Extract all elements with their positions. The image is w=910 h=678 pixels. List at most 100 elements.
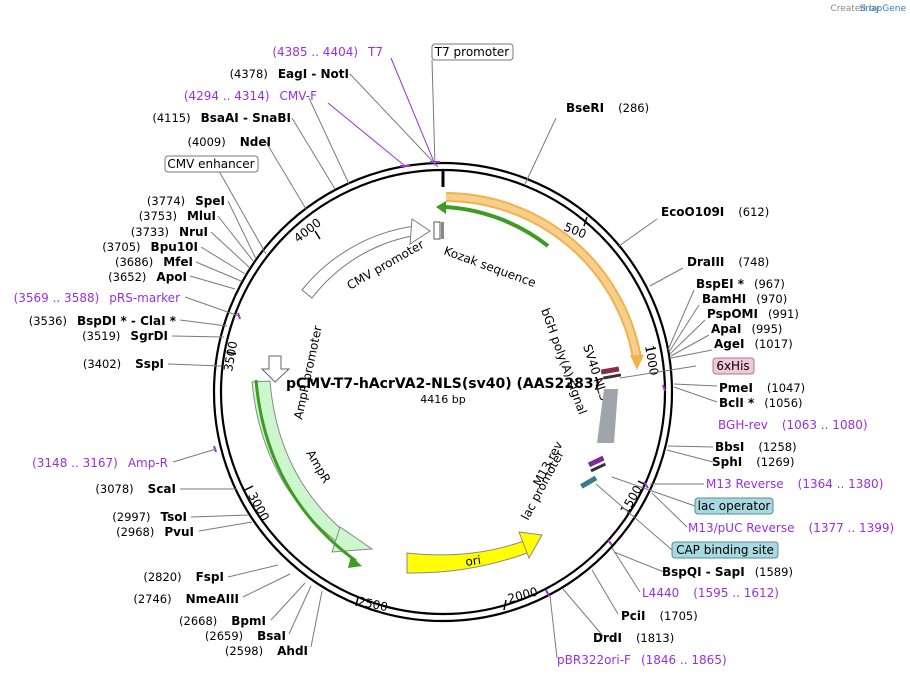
site-name[interactable]: DraIII	[687, 255, 724, 269]
site-name[interactable]: FspI	[196, 570, 224, 584]
site-name[interactable]: DrdI	[593, 631, 622, 645]
kozak-box[interactable]	[433, 221, 441, 240]
site-name[interactable]: SphI	[712, 455, 742, 469]
site-name[interactable]: ScaI	[148, 482, 176, 496]
cds-arrowhead	[630, 355, 644, 370]
primer-leader-lines	[327, 57, 435, 167]
green-feature-arrowhead	[436, 201, 446, 214]
lac-operator-box[interactable]: lac operator	[694, 497, 774, 515]
primer-mark-bghrev	[662, 384, 666, 392]
svg-text:(3148 .. 3167)Amp-R: (3148 .. 3167)Amp-R	[32, 456, 168, 470]
svg-text:(3774)SpeI: (3774)SpeI	[147, 194, 225, 208]
site-name[interactable]: PspOMI	[707, 307, 758, 321]
credit-text: Created by	[830, 4, 880, 14]
tick-label-2500: 2500	[356, 594, 389, 614]
site-name[interactable]: MluI	[187, 209, 216, 223]
tick-label-1500: 1500	[617, 483, 644, 516]
svg-text:(2659)BsaI: (2659)BsaI	[205, 629, 286, 643]
site-name[interactable]: ApaI	[711, 322, 741, 336]
primer-name[interactable]: pRS-marker	[109, 291, 180, 305]
six-his-label: 6xHis	[716, 359, 749, 373]
svg-text:pBR322ori-F(1846 .. 1865): pBR322ori-F(1846 .. 1865)	[557, 653, 727, 667]
cap-site-box[interactable]: CAP binding site	[671, 541, 779, 559]
svg-text:M13 Reverse(1364 .. 1380): M13 Reverse(1364 .. 1380)	[706, 477, 883, 491]
ampr-arrowhead	[331, 526, 374, 553]
six-his-mark[interactable]	[602, 373, 622, 380]
svg-text:PciI(1705): PciI(1705)	[621, 609, 698, 623]
primer-mark-m13rev	[643, 481, 649, 489]
svg-text:(3705)Bpu10I: (3705)Bpu10I	[102, 240, 198, 254]
m13-rev-mark[interactable]	[587, 455, 605, 468]
bgh-polya-block[interactable]	[597, 389, 618, 443]
site-name[interactable]: Bpu10I	[151, 240, 198, 254]
svg-text:(3652)ApoI: (3652)ApoI	[108, 270, 187, 284]
t7-promoter-label: T7 promoter	[434, 45, 510, 59]
site-name[interactable]: PmeI	[719, 381, 753, 395]
primer-name[interactable]: T7	[367, 45, 383, 59]
cmv-enhancer-box[interactable]: CMV enhancer	[164, 155, 259, 173]
ori-label: ori	[464, 553, 481, 569]
backbone-outer-ring	[212, 161, 674, 623]
site-name[interactable]: BsaAI - SnaBI	[201, 111, 291, 125]
bgh-polya-label: bGH poly(A) signal	[538, 306, 589, 416]
site-labels-right: BseRI(286) EcoO109I(612) DraIII(748) Bsp…	[566, 101, 805, 645]
cap-site-label: CAP binding site	[676, 543, 774, 557]
cds-arc-fill	[445, 194, 640, 359]
ampr-promoter-arrow[interactable]	[260, 355, 291, 383]
green-feature-arc[interactable]	[445, 205, 550, 248]
t7-promoter-box[interactable]: T7 promoter	[431, 43, 514, 61]
site-name[interactable]: SspI	[135, 357, 164, 371]
kozak-line	[441, 222, 444, 239]
svg-text:(2598)AhdI: (2598)AhdI	[225, 644, 308, 658]
svg-text:BGH-rev(1063 .. 1080): BGH-rev(1063 .. 1080)	[718, 418, 868, 432]
tick-2500	[355, 596, 359, 607]
site-name[interactable]: EagI - NotI	[278, 67, 349, 81]
site-name[interactable]: AgeI	[714, 337, 744, 351]
primer-mark-l4440	[607, 539, 613, 546]
site-name[interactable]: BsaI	[257, 629, 286, 643]
sv40-nls-mark[interactable]	[600, 366, 620, 375]
primer-name[interactable]: L4440	[642, 586, 679, 600]
primer-labels: (4385 .. 4404)T7 (4294 .. 4314)CMV-F (35…	[14, 45, 895, 667]
site-name[interactable]: BspDI * - ClaI *	[77, 314, 177, 328]
tick-label-4000: 4000	[291, 216, 324, 246]
site-name[interactable]: PciI	[621, 609, 646, 623]
six-his-box[interactable]: 6xHis	[712, 357, 755, 375]
credit-brand: SnapGene	[860, 4, 907, 14]
site-name[interactable]: NruI	[179, 225, 208, 239]
svg-text:(4378)EagI - NotI: (4378)EagI - NotI	[230, 67, 349, 81]
site-name[interactable]: AhdI	[277, 644, 308, 658]
site-name[interactable]: BseRI	[566, 101, 604, 115]
lac-operator-mark[interactable]	[590, 462, 607, 473]
site-name[interactable]: NdeI	[240, 135, 271, 149]
site-name[interactable]: BclI *	[719, 396, 755, 410]
svg-text:(2968)PvuI: (2968)PvuI	[116, 525, 194, 539]
svg-text:(3753)MluI: (3753)MluI	[139, 209, 216, 223]
svg-text:DrdI(1813): DrdI(1813)	[593, 631, 674, 645]
site-name[interactable]: PvuI	[164, 525, 194, 539]
svg-text:(3569 .. 3588)pRS-marker: (3569 .. 3588)pRS-marker	[14, 291, 180, 305]
site-name[interactable]: BspEI *	[696, 277, 745, 291]
site-name[interactable]: SgrDI	[130, 329, 168, 343]
primer-mark-pbr322	[545, 589, 550, 597]
site-name[interactable]: ApoI	[156, 270, 187, 284]
cap-site-mark[interactable]	[580, 475, 598, 489]
site-name[interactable]: BspQI - SapI	[662, 565, 745, 579]
site-name[interactable]: BamHI	[702, 292, 746, 306]
svg-text:(4115)BsaAI - SnaBI: (4115)BsaAI - SnaBI	[152, 111, 291, 125]
primer-name[interactable]: BGH-rev	[718, 418, 768, 432]
site-name[interactable]: BpmI	[231, 614, 266, 628]
site-name[interactable]: BbsI	[715, 440, 744, 454]
ampr-label: AmpR	[303, 448, 333, 486]
site-name[interactable]: SpeI	[195, 194, 225, 208]
site-name[interactable]: TsoI	[161, 510, 187, 524]
site-name[interactable]: EcoO109I	[661, 205, 724, 219]
primer-name[interactable]: M13/pUC Reverse	[688, 521, 795, 535]
primer-name[interactable]: Amp-R	[128, 456, 168, 470]
primer-name[interactable]: pBR322ori-F	[557, 653, 631, 667]
svg-text:PspOMI(991): PspOMI(991)	[707, 307, 799, 321]
primer-name[interactable]: CMV-F	[280, 89, 318, 103]
site-name[interactable]: MfeI	[163, 255, 193, 269]
primer-name[interactable]: M13 Reverse	[706, 477, 784, 491]
site-name[interactable]: NmeAIII	[186, 592, 239, 606]
